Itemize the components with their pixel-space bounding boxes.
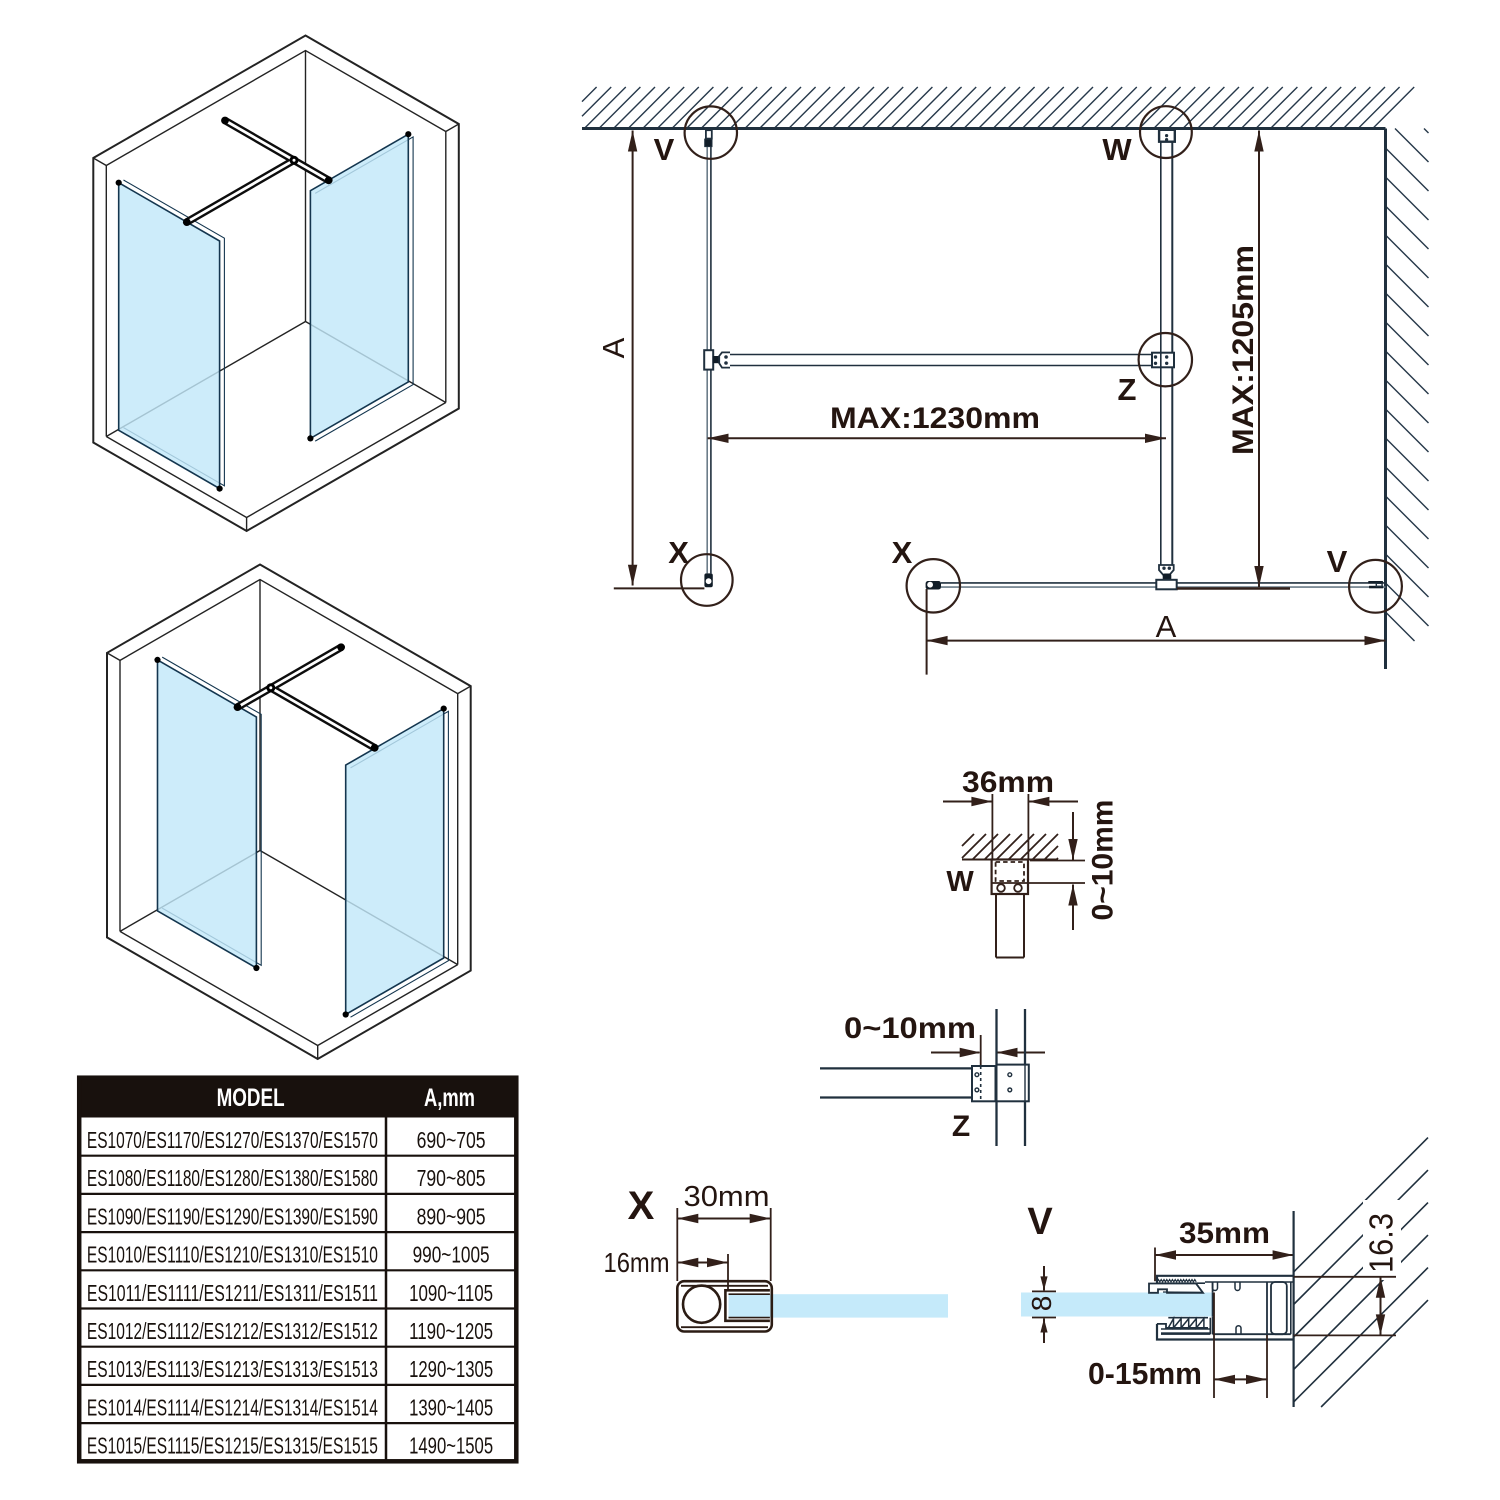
svg-text:X: X [628,1184,655,1228]
svg-text:690~705: 690~705 [417,1127,486,1153]
svg-text:0~10mm: 0~10mm [844,1012,976,1045]
svg-text:V: V [1027,1201,1053,1243]
svg-text:8: 8 [1026,1296,1057,1312]
svg-text:36mm: 36mm [962,766,1054,799]
svg-text:1090~1105: 1090~1105 [409,1280,493,1306]
svg-text:1290~1305: 1290~1305 [409,1356,493,1382]
svg-text:ES1010/ES1110/ES1210/ES1310/ES: ES1010/ES1110/ES1210/ES1310/ES1510 [87,1242,378,1268]
svg-text:ES1015/ES1115/ES1215/ES1315/ES: ES1015/ES1115/ES1215/ES1315/ES1515 [87,1433,378,1459]
svg-text:ES1014/ES1114/ES1214/ES1314/ES: ES1014/ES1114/ES1214/ES1314/ES1514 [87,1394,378,1420]
svg-text:35mm: 35mm [1179,1217,1270,1250]
svg-text:MAX:1205mm: MAX:1205mm [1227,245,1260,455]
svg-text:1390~1405: 1390~1405 [409,1394,493,1420]
svg-text:X: X [892,535,913,570]
svg-text:W: W [1102,132,1132,167]
svg-text:ES1080/ES1180/ES1280/ES1380/ES: ES1080/ES1180/ES1280/ES1380/ES1580 [87,1165,378,1191]
svg-text:X: X [668,535,689,570]
svg-text:0-15mm: 0-15mm [1088,1356,1202,1391]
svg-text:W: W [946,866,974,898]
svg-text:V: V [1327,544,1348,579]
svg-text:MAX:1230mm: MAX:1230mm [830,402,1040,435]
svg-text:0~10mm: 0~10mm [1087,800,1120,921]
svg-text:16mm: 16mm [604,1247,670,1278]
svg-text:ES1012/ES1112/ES1212/ES1312/ES: ES1012/ES1112/ES1212/ES1312/ES1512 [87,1318,378,1344]
svg-text:A,mm: A,mm [424,1084,475,1112]
svg-text:ES1070/ES1170/ES1270/ES1370/ES: ES1070/ES1170/ES1270/ES1370/ES1570 [87,1127,378,1153]
svg-text:MODEL: MODEL [217,1084,285,1112]
svg-text:Z: Z [1118,372,1137,407]
svg-text:A: A [596,337,631,358]
svg-text:ES1090/ES1190/ES1290/ES1390/ES: ES1090/ES1190/ES1290/ES1390/ES1590 [87,1203,378,1229]
svg-text:990~1005: 990~1005 [413,1242,490,1268]
svg-text:ES1013/ES1113/ES1213/ES1313/ES: ES1013/ES1113/ES1213/ES1313/ES1513 [87,1356,378,1382]
svg-text:16.3: 16.3 [1363,1213,1400,1273]
svg-text:30mm: 30mm [684,1181,770,1213]
svg-text:Z: Z [952,1110,970,1143]
svg-text:V: V [654,132,675,167]
svg-text:A: A [1156,609,1177,644]
svg-text:1490~1505: 1490~1505 [409,1433,493,1459]
svg-text:890~905: 890~905 [417,1203,486,1229]
svg-text:1190~1205: 1190~1205 [409,1318,493,1344]
svg-text:ES1011/ES1111/ES1211/ES1311/ES: ES1011/ES1111/ES1211/ES1311/ES1511 [87,1280,378,1306]
svg-text:790~805: 790~805 [417,1165,486,1191]
